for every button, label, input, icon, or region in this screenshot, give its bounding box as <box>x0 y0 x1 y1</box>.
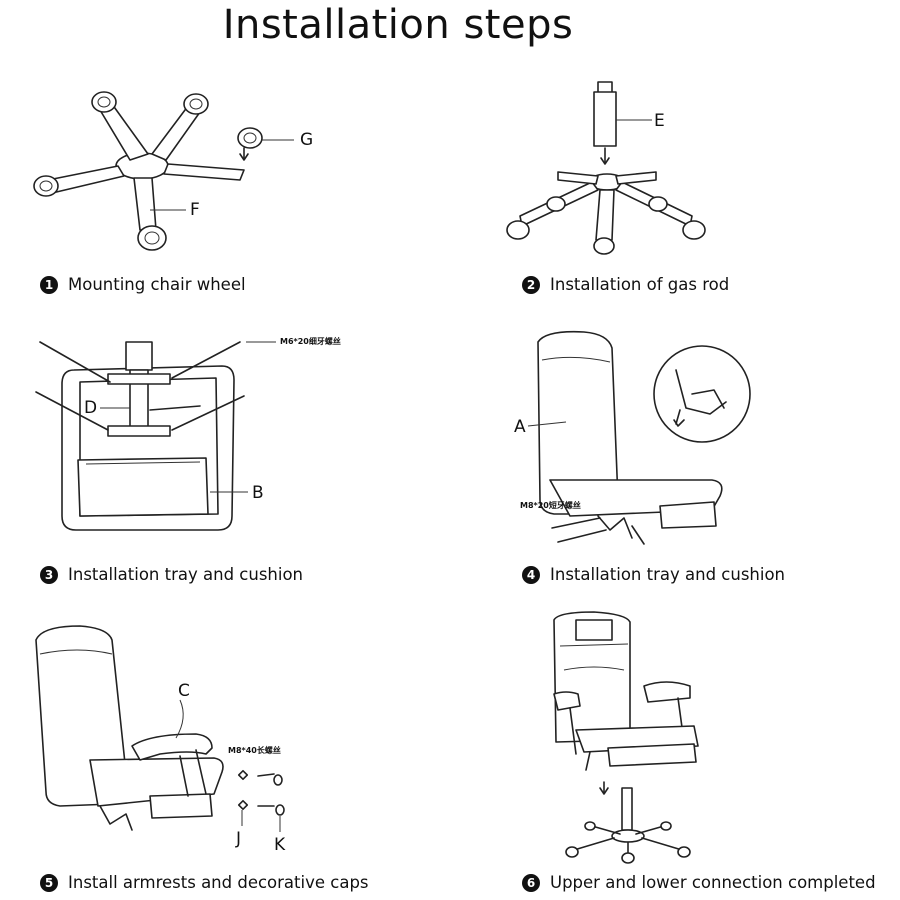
label-g: G <box>300 130 314 150</box>
caster-wheels-e <box>506 196 706 255</box>
step-2-number: 2 <box>522 276 540 294</box>
caster-wheels-final <box>565 821 691 864</box>
step-2-caption: 2 Installation of gas rod <box>522 274 729 296</box>
step-6-number: 6 <box>522 874 540 892</box>
gas-rod-icon <box>506 81 706 255</box>
step-4-caption: 4 Installation tray and cushion <box>522 564 785 586</box>
screws-m6 <box>35 341 245 431</box>
step-1-number: 1 <box>40 276 58 294</box>
label-k: K <box>274 835 286 855</box>
screws-m8-40 <box>257 773 275 807</box>
label-d: D <box>84 398 98 418</box>
step-5-number: 5 <box>40 874 58 892</box>
step-4-text: Installation tray and cushion <box>550 565 786 584</box>
title-wrap: Installation steps <box>0 0 796 50</box>
step-6-panel: 6 Upper and lower connection completed <box>480 610 900 900</box>
step-6-text: Upper and lower connection completed <box>550 873 876 892</box>
loose-wheel-g <box>237 127 263 161</box>
step-4-panel: A M8*20短牙螺丝 4 Installation tray and cush… <box>480 330 900 590</box>
step-5-caption: 5 Install armrests and decorative caps <box>40 872 369 894</box>
chair-back-icon <box>527 330 751 545</box>
seat-tray-icon <box>35 341 276 531</box>
step-4-number: 4 <box>522 566 540 584</box>
label-e: E <box>654 111 665 131</box>
caster-wheel-1 <box>91 91 117 113</box>
step-2-panel: E 2 Installation of gas rod <box>480 70 900 310</box>
caster-wheel-4 <box>137 225 167 251</box>
screws-m8-20 <box>551 517 607 543</box>
assembled-chair-icon <box>553 611 699 864</box>
wheel-base-icon <box>33 91 294 251</box>
step-3-text: Installation tray and cushion <box>68 565 304 584</box>
step-3-panel: M6*20细牙螺丝 D B 3 Installation tray and cu… <box>0 330 420 590</box>
caster-wheel-3 <box>33 175 59 197</box>
step-6-caption: 6 Upper and lower connection completed <box>522 872 876 894</box>
label-c: C <box>178 681 190 701</box>
step-5-text: Install armrests and decorative caps <box>68 873 369 892</box>
step-1-panel: G F 1 Mounting chair wheel <box>0 70 400 310</box>
caster-wheel-2 <box>183 93 209 115</box>
label-j: J <box>236 829 242 849</box>
label-a: A <box>514 417 526 437</box>
screw-label-m6: M6*20细牙螺丝 <box>280 337 341 346</box>
label-f: F <box>190 200 200 220</box>
step-1-caption: 1 Mounting chair wheel <box>40 274 246 296</box>
decorative-caps <box>237 769 285 816</box>
screw-label-m8-40: M8*40长螺丝 <box>228 746 281 755</box>
armrest-icon <box>35 625 285 832</box>
step-1-text: Mounting chair wheel <box>68 275 246 294</box>
step-2-text: Installation of gas rod <box>550 275 730 294</box>
step-3-caption: 3 Installation tray and cushion <box>40 564 303 586</box>
screw-label-m8-20: M8*20短牙螺丝 <box>520 501 581 510</box>
step-5-panel: C M8*40长螺丝 J K 5 Install armrests and de… <box>0 610 420 900</box>
page-title: Installation steps <box>222 2 574 48</box>
label-b: B <box>252 483 264 503</box>
step-3-number: 3 <box>40 566 58 584</box>
